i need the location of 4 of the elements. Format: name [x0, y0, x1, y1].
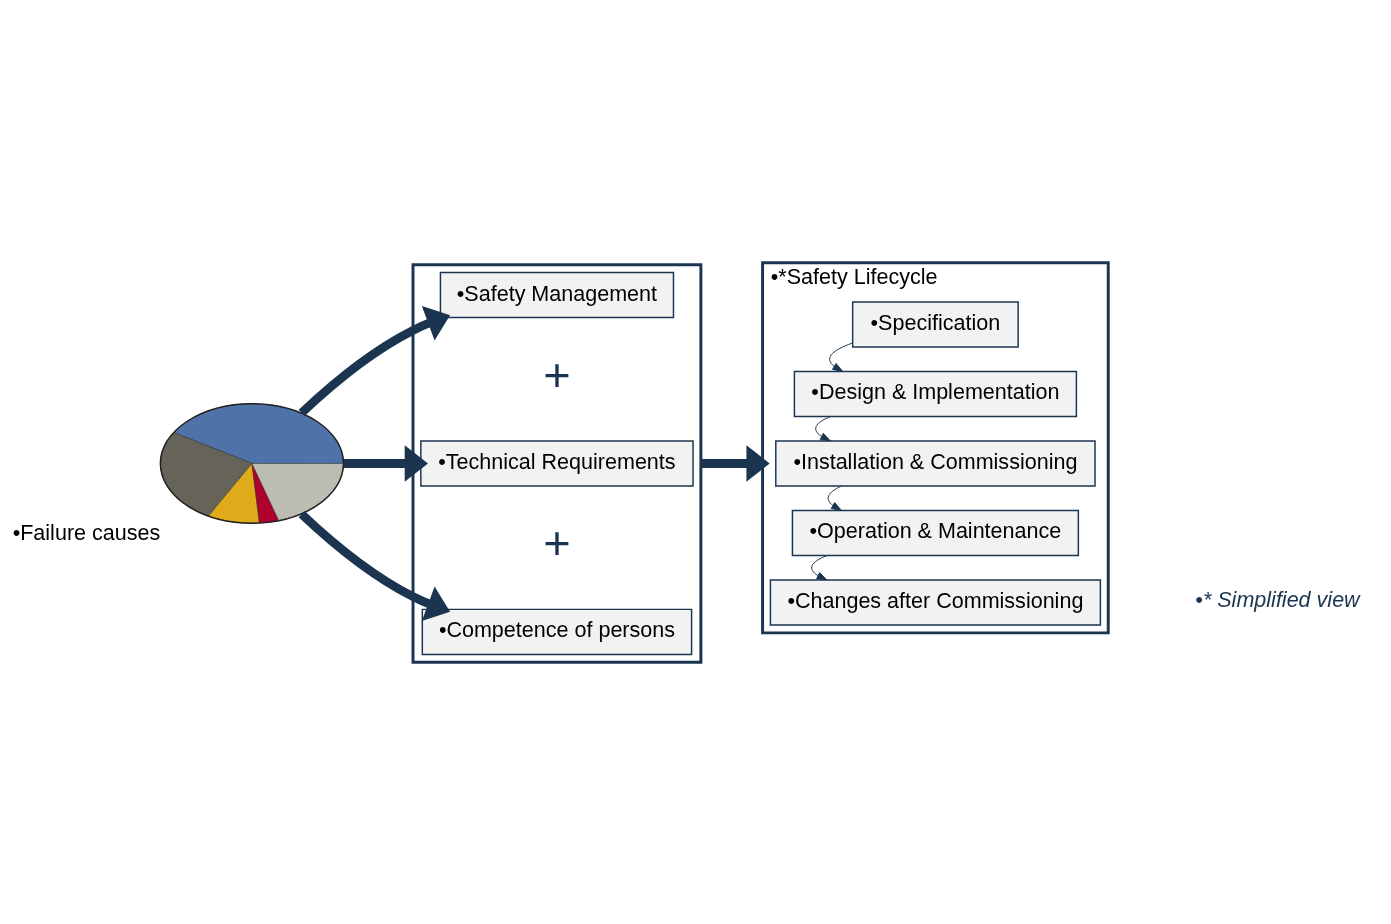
label: + [543, 515, 571, 569]
node-label: •Failure causes [12, 520, 161, 545]
label: •* Simplified view [1195, 587, 1360, 612]
label: + [543, 347, 571, 401]
